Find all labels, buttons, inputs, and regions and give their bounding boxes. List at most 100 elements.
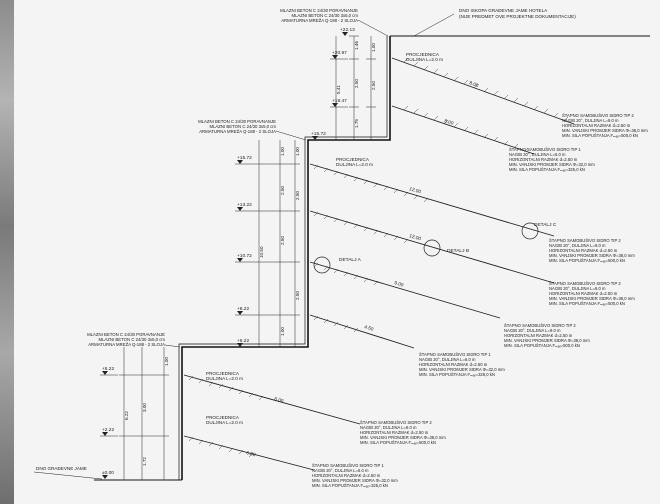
svg-text:HORIZONTALNI RAZMAK d=2.50 m: HORIZONTALNI RAZMAK d=2.50 m — [360, 430, 429, 435]
svg-text:ARMATURNA MREŽA Q-188 - 2 SLOJ: ARMATURNA MREŽA Q-188 - 2 SLOJA — [88, 342, 165, 347]
anchor — [309, 261, 501, 319]
svg-text:ŠTAPNO SAMOBUŠIVO SIDRO TIP 1: ŠTAPNO SAMOBUŠIVO SIDRO TIP 1 — [419, 352, 491, 357]
svg-text:MLAZNI BETON C 24/30 3x5,0 cm: MLAZNI BETON C 24/30 3x5,0 cm — [291, 13, 358, 18]
detail-a-label: DETALJ A — [339, 257, 362, 263]
anchor — [391, 105, 535, 155]
concrete-note-middle: MLAZNI BETON C 24/30 PORAVNANJE MLAZNI B… — [198, 119, 307, 141]
svg-text:NAGIB 20°, DULJINA L=6.0 m: NAGIB 20°, DULJINA L=6.0 m — [419, 357, 476, 362]
anchor-length: 12.00 — [408, 233, 422, 242]
elevation-marker: +5.22 — [100, 366, 118, 376]
dimension-labels: 1.46 2.50 1.75 5.41 1.00 2.50 2.50 2.50 … — [124, 41, 376, 466]
svg-text:ŠTAPNO SAMOBUŠIVO SIDRO TIP 2: ŠTAPNO SAMOBUŠIVO SIDRO TIP 2 — [562, 113, 634, 118]
anchor-length: 4.50 — [363, 324, 374, 333]
svg-text:NAGIB 20°, DULJINA L=9.0 m: NAGIB 20°, DULJINA L=9.0 m — [504, 328, 561, 333]
ground-label: DNO GRAĐEVNE JAME — [33, 466, 103, 480]
anchor — [309, 163, 555, 237]
svg-text:PROCJEDNICA: PROCJEDNICA — [336, 157, 370, 162]
anchor-length: 8.00 — [468, 80, 479, 89]
detail-b-label: DETALJ B — [447, 248, 469, 254]
elevation-marker: +8.22 — [235, 306, 254, 316]
svg-text:MIN. VANJSKI PROMJER SIDRA Φ=3: MIN. VANJSKI PROMJER SIDRA Φ=38,0 mm — [360, 435, 446, 440]
svg-text:PROCJEDNICA: PROCJEDNICA — [206, 371, 240, 376]
svg-text:+8.22: +8.22 — [237, 306, 249, 312]
svg-text:MIN. VANJSKI PROMJER SIDRA Φ=3: MIN. VANJSKI PROMJER SIDRA Φ=38,0 mm — [504, 338, 590, 343]
elevation-marker: +20.97 — [330, 50, 348, 60]
svg-text:HORIZONTALNI RAZMAK d=2.50 m: HORIZONTALNI RAZMAK d=2.50 m — [509, 157, 578, 162]
dimension-label: 1.00 — [371, 43, 376, 52]
dimension-label: 2.50 — [371, 81, 376, 90]
svg-text:HORIZONTALNI RAZMAK d=2.50 m: HORIZONTALNI RAZMAK d=2.50 m — [562, 123, 631, 128]
svg-text:MIN. VANJSKI PROMJER SIDRA Φ=3: MIN. VANJSKI PROMJER SIDRA Φ=32,0 mm — [419, 367, 505, 372]
svg-text:ŠTAPNO SAMOBUŠIVO SIDRO TIP 2: ŠTAPNO SAMOBUŠIVO SIDRO TIP 2 — [549, 281, 621, 286]
svg-text:+15.72: +15.72 — [237, 155, 252, 161]
svg-text:+13.22: +13.22 — [237, 202, 252, 208]
anchor-length: 9.00 — [393, 280, 404, 288]
svg-text:MIN. SILA POPUŠTANJA Fₘₐₓ=500,: MIN. SILA POPUŠTANJA Fₘₐₓ=500,0 kN — [504, 343, 580, 348]
anchor-length: 6.00 — [245, 450, 256, 458]
svg-text:NAGIB 20°, DULJINA L=6.0 m: NAGIB 20°, DULJINA L=6.0 m — [509, 152, 566, 157]
anchor-note: ŠTAPNO SAMOBUŠIVO SIDRO TIP 1 NAGIB 20°,… — [419, 352, 505, 377]
anchor — [309, 314, 415, 349]
detail-c-label: DETALJ C — [534, 222, 557, 228]
anchor-note: ŠTAPNO SAMOBUŠIVO SIDRO TIP 2 NAGIB 20°,… — [549, 238, 635, 263]
dimension-label: 2.50 — [280, 186, 285, 195]
detail-b-circle — [423, 239, 441, 257]
svg-text:MIN. SILA POPUŠTANJA Fₘₐₓ=325,: MIN. SILA POPUŠTANJA Fₘₐₓ=325,0 kN — [312, 483, 388, 488]
svg-text:NAGIB 20°, DULJINA L=6.0 m: NAGIB 20°, DULJINA L=6.0 m — [360, 425, 417, 430]
anchor-note: ŠTAPNO SAMOBUŠIVO SIDRO TIP 1 NAGIB 20°,… — [509, 147, 595, 172]
svg-text:MLAZNI BETON C 24/30 3x5,0 cm: MLAZNI BETON C 24/30 3x5,0 cm — [98, 337, 165, 342]
anchor — [391, 57, 575, 125]
anchors — [183, 57, 575, 471]
detail-callouts — [313, 222, 539, 274]
svg-text:MIN. SILA POPUŠTANJA Fₘₐₓ=500,: MIN. SILA POPUŠTANJA Fₘₐₓ=500,0 kN — [562, 133, 638, 138]
svg-text:MIN. SILA POPUŠTANJA Fₘₐₓ=325,: MIN. SILA POPUŠTANJA Fₘₐₓ=325,0 kN — [419, 372, 495, 377]
svg-text:PROCJEDNICA: PROCJEDNICA — [206, 415, 240, 420]
dimension-label: 2.50 — [354, 79, 359, 88]
top-note-line-1: DNO ISKOPA GRAĐEVNE JAME HOTELA — [459, 8, 548, 13]
svg-text:NAGIB 20°, DULJINA L=9.0 m: NAGIB 20°, DULJINA L=9.0 m — [562, 118, 619, 123]
svg-text:MLAZNI BETON C 24/30 PORAVNANJ: MLAZNI BETON C 24/30 PORAVNANJE — [198, 119, 276, 124]
dimension-label: 1.72 — [142, 457, 147, 466]
svg-text:+22.13: +22.13 — [340, 27, 355, 33]
dimension-label: 10.50 — [259, 246, 264, 258]
anchor-length-labels: 8.00 8.00 12.00 12.00 9.00 4.50 6.00 6.0… — [245, 80, 479, 458]
elevation-marker: +22.13 — [340, 27, 355, 36]
detail-c-circle — [521, 222, 539, 240]
svg-text:MIN. VANJSKI PROMJER SIDRA Φ=3: MIN. VANJSKI PROMJER SIDRA Φ=38,0 mm — [549, 296, 635, 301]
detail-a-circle — [313, 256, 331, 274]
svg-text:DULJINA L=2.0 m: DULJINA L=2.0 m — [206, 376, 243, 381]
svg-text:MIN. VANJSKI PROMJER SIDRA Φ=3: MIN. VANJSKI PROMJER SIDRA Φ=32,0 mm — [509, 162, 595, 167]
svg-text:MIN. SILA POPUŠTANJA Fₘₐₓ=325,: MIN. SILA POPUŠTANJA Fₘₐₓ=325,0 kN — [509, 167, 585, 172]
dimension-label: 1.46 — [354, 41, 359, 50]
svg-text:+18.47: +18.47 — [332, 98, 347, 104]
svg-text:HORIZONTALNI RAZMAK d=2.50 m: HORIZONTALNI RAZMAK d=2.50 m — [504, 333, 573, 338]
svg-text:+2.22: +2.22 — [102, 427, 114, 433]
svg-text:DULJINA L=2.0 m: DULJINA L=2.0 m — [406, 57, 443, 62]
svg-text:ŠTAPNO SAMOBUŠIVO SIDRO TIP 2: ŠTAPNO SAMOBUŠIVO SIDRO TIP 2 — [360, 420, 432, 425]
anchor — [183, 435, 315, 471]
svg-text:MIN. VANJSKI PROMJER SIDRA Φ=3: MIN. VANJSKI PROMJER SIDRA Φ=38,0 mm — [549, 253, 635, 258]
concrete-note-top: MLAZNI BETON C 24/30 PORAVNANJE MLAZNI B… — [280, 8, 389, 37]
dimension-label: 1.00 — [280, 327, 285, 336]
svg-text:HORIZONTALNI RAZMAK d=2.50 m: HORIZONTALNI RAZMAK d=2.50 m — [312, 473, 381, 478]
anchor-note: ŠTAPNO SAMOBUŠIVO SIDRO TIP 2 NAGIB 20°,… — [549, 281, 635, 306]
svg-text:ARMATURNA MREŽA Q-188 - 2 SLOJ: ARMATURNA MREŽA Q-188 - 2 SLOJA — [281, 18, 358, 23]
anchor-note: ŠTAPNO SAMOBUŠIVO SIDRO TIP 1 NAGIB 20°,… — [312, 463, 398, 488]
svg-text:ŠTAPNO SAMOBUŠIVO SIDRO TIP 1: ŠTAPNO SAMOBUŠIVO SIDRO TIP 1 — [312, 463, 384, 468]
svg-text:MIN. VANJSKI PROMJER SIDRA Φ=3: MIN. VANJSKI PROMJER SIDRA Φ=38,0 mm — [562, 128, 648, 133]
svg-text:MIN. SILA POPUŠTANJA Fₘₐₓ=500,: MIN. SILA POPUŠTANJA Fₘₐₓ=500,0 kN — [360, 440, 436, 445]
svg-text:±0.00: ±0.00 — [102, 470, 114, 476]
svg-text:+16.72: +16.72 — [311, 131, 326, 137]
svg-text:MLAZNI BETON C 24/30 PORAVNANJ: MLAZNI BETON C 24/30 PORAVNANJE — [280, 8, 358, 13]
svg-text:DULJINA L=2.0 m: DULJINA L=2.0 m — [336, 162, 373, 167]
svg-text:NAGIB 20°, DULJINA L=9.0 m: NAGIB 20°, DULJINA L=9.0 m — [549, 243, 606, 248]
svg-text:HORIZONTALNI RAZMAK d=2.50 m: HORIZONTALNI RAZMAK d=2.50 m — [549, 291, 618, 296]
detail-labels: DETALJ A DETALJ B DETALJ C — [339, 222, 557, 263]
anchor-note: ŠTAPNO SAMOBUŠIVO SIDRO TIP 2 NAGIB 20°,… — [504, 323, 590, 348]
anchor-note: ŠTAPNO SAMOBUŠIVO SIDRO TIP 2 NAGIB 20°,… — [360, 420, 446, 445]
svg-text:HORIZONTALNI RAZMAK d=2.50 m: HORIZONTALNI RAZMAK d=2.50 m — [419, 362, 488, 367]
